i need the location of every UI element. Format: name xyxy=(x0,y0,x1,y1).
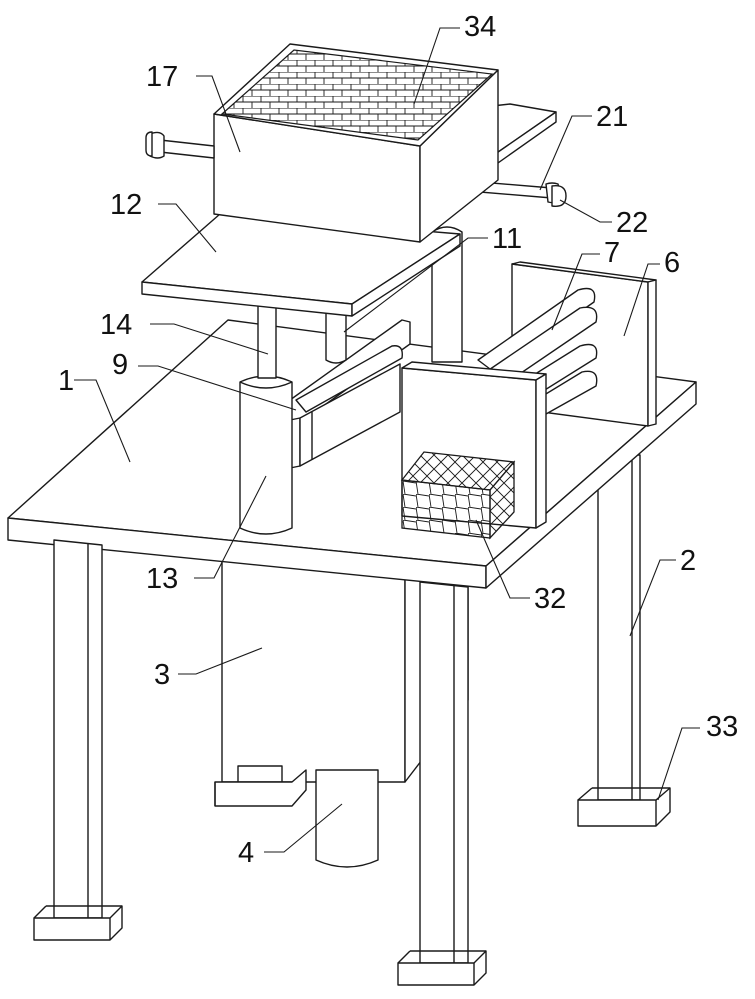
label-32: 32 xyxy=(534,583,566,615)
label-4: 4 xyxy=(238,837,254,869)
leader-22 xyxy=(560,200,612,222)
label-6: 6 xyxy=(664,247,680,279)
rod-14 xyxy=(258,302,276,378)
label-3: 3 xyxy=(154,659,170,691)
label-21: 21 xyxy=(596,101,628,133)
label-9: 9 xyxy=(112,349,128,381)
label-22: 22 xyxy=(616,207,648,239)
label-14: 14 xyxy=(100,309,132,341)
label-13: 13 xyxy=(146,563,178,595)
block-32 xyxy=(402,452,514,538)
label-1: 1 xyxy=(58,365,74,397)
front-left-leg xyxy=(34,540,122,940)
label-12: 12 xyxy=(110,189,142,221)
cylinder-13 xyxy=(240,376,292,534)
label-7: 7 xyxy=(604,237,620,269)
leader-33 xyxy=(658,728,700,800)
label-17: 17 xyxy=(146,61,178,93)
label-34: 34 xyxy=(464,11,496,43)
handle-left xyxy=(146,132,214,158)
label-2: 2 xyxy=(680,545,696,577)
label-33: 33 xyxy=(706,711,738,743)
label-11: 11 xyxy=(492,223,522,255)
